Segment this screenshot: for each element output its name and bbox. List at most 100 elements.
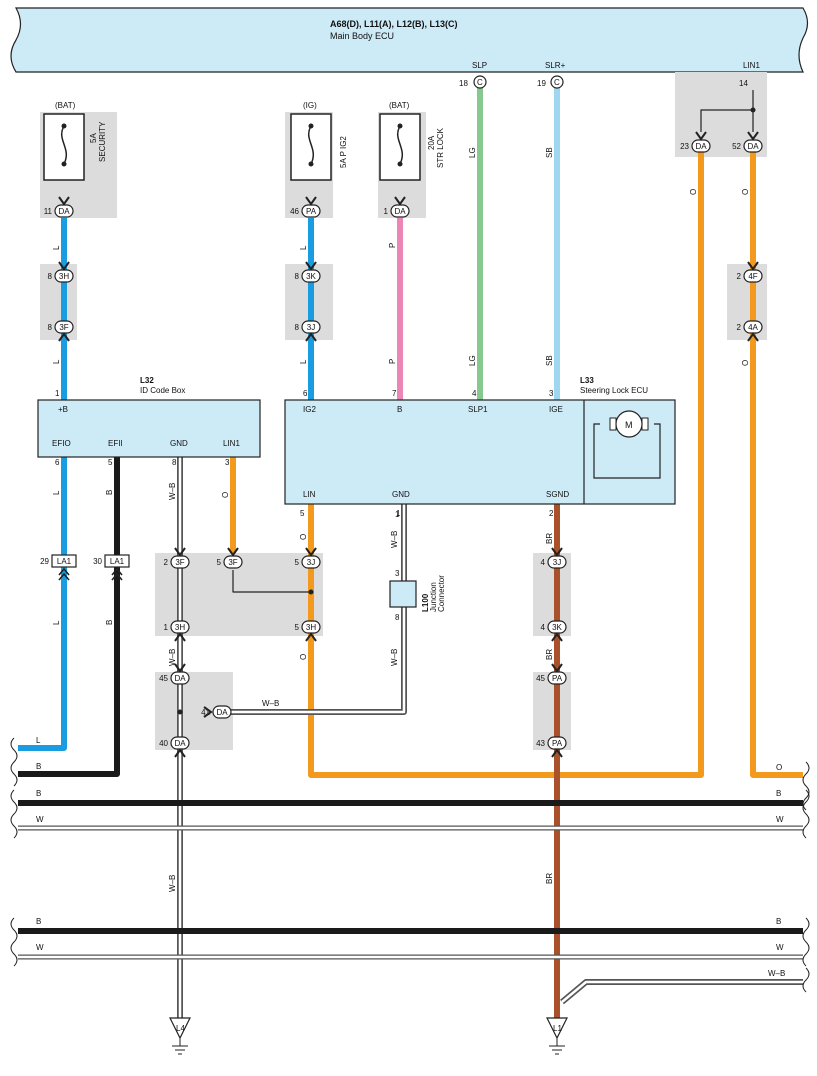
junction-pin-bottom: 8 — [395, 613, 400, 622]
id-code-box-top-pin-label: +B — [58, 405, 68, 414]
connector-arrow-icon — [305, 632, 317, 642]
wire-lin1-branch — [700, 109, 753, 132]
sl-pin-label: SGND — [546, 490, 569, 499]
sl-pin-label: LIN — [303, 490, 316, 499]
connector-code: 3F — [175, 558, 184, 567]
fuse-security-name: SECURITY — [98, 121, 107, 162]
connector-code: 3F — [59, 323, 68, 332]
fuse-pin-conn: PA — [306, 207, 317, 216]
sl-pin-num: 7 — [392, 389, 397, 398]
connector-pin-number: 2 — [737, 323, 742, 332]
wire-label: W — [36, 815, 44, 824]
ecu-pin-slr-label: SLR+ — [545, 61, 566, 70]
fuse-pin-number: 11 — [44, 207, 53, 216]
wire-label: B — [776, 917, 781, 926]
wire-label: W–B — [168, 649, 177, 666]
connector-code: 3J — [307, 558, 315, 567]
ecu-pin-num: 19 — [537, 79, 546, 88]
id-code-box-pin-lin1: LIN1 — [223, 439, 240, 448]
ecu-pin-num: 18 — [459, 79, 468, 88]
splice-dots — [177, 107, 756, 715]
sl-pin-num: 2 — [549, 509, 554, 518]
steering-lock-ecu-code: L33 — [580, 376, 594, 385]
fuse-p-ig2-source: (IG) — [303, 101, 317, 110]
sl-pin-label: IGE — [549, 405, 563, 414]
wire-label: O — [741, 360, 750, 366]
sl-pin-label: B — [397, 405, 402, 414]
ecu-pin-conn: C — [554, 78, 560, 87]
main-body-ecu: A68(D), L11(A), L12(B), L13(C) Main Body… — [10, 7, 809, 73]
connector-code: DA — [174, 739, 186, 748]
fuse-p-ig2-name: 5A P IG2 — [339, 136, 348, 168]
connector-arrow-icon — [551, 547, 563, 557]
connector-code: LA1 — [57, 557, 72, 566]
connector-code: DA — [216, 708, 228, 717]
connector-badge: 3H 5 — [295, 620, 321, 642]
wire-o-lin — [308, 152, 704, 778]
id-code-box-pin-efii: EFII — [108, 439, 123, 448]
ecu-codes: A68(D), L11(A), L12(B), L13(C) — [330, 19, 458, 29]
connector-pin-number: 40 — [159, 739, 168, 748]
connector-code: DA — [695, 142, 707, 151]
ecu-pin-slp-label: SLP — [472, 61, 487, 70]
wire-label: B — [776, 789, 781, 798]
connector-code: 3J — [307, 323, 315, 332]
connector-pin-number: 30 — [93, 557, 102, 566]
wire-label: BR — [545, 533, 554, 544]
junction-line2: Connector — [437, 575, 446, 612]
connector-code: 3F — [228, 558, 237, 567]
id-code-box-pin-efio: EFIO — [52, 439, 71, 448]
connector-arrow-icon — [747, 332, 759, 342]
wire-label: W–B — [168, 483, 177, 500]
connector-badge: 3F8 — [48, 320, 74, 342]
wire-label: W — [776, 815, 784, 824]
wire-label: W — [776, 943, 784, 952]
connector-pin-number: 41 — [201, 708, 210, 717]
wires — [18, 88, 803, 1018]
connector-pin-number: 5 — [295, 623, 300, 632]
wire-label: LG — [468, 355, 477, 366]
wire-label: L — [299, 245, 308, 250]
fuse-pin-badge: DA1 — [384, 196, 410, 218]
connector-code: 4F — [748, 272, 757, 281]
wire-label: B — [36, 917, 41, 926]
wire-label: B — [105, 490, 114, 495]
connector-badge: 3J5 — [295, 547, 321, 569]
wire-label: W–B — [390, 649, 399, 666]
steering-lock-ecu: L33 Steering Lock ECU 6 7 4 3 IG2 B SLP1… — [284, 376, 676, 518]
fuse-str-lock-rating: 20A — [427, 135, 436, 150]
id-code-box-pin-num: 8 — [172, 458, 177, 467]
wire-label: O — [299, 534, 308, 540]
connector-arrow-icon — [551, 663, 563, 673]
connector-badge: 4A2 — [737, 320, 763, 342]
junction-pin-top: 3 — [395, 569, 400, 578]
connector-pin-number: 45 — [159, 674, 168, 683]
connector-code: 3H — [306, 623, 316, 632]
connector-arrow-icon — [174, 663, 186, 673]
connector-badge: 3H1 — [164, 620, 190, 642]
wire-label: B — [36, 789, 41, 798]
connector-arrow-icon — [58, 567, 70, 581]
connector-pin-number: 23 — [680, 142, 689, 151]
id-code-box-pin-num: 6 — [55, 458, 60, 467]
connector-code: 3K — [306, 272, 316, 281]
ecu-pin-num: 14 — [739, 79, 748, 88]
junction-connector: 3 8 1 L100 Junction Connector — [389, 510, 446, 622]
ground-l1: L1 — [546, 1017, 568, 1055]
id-code-box-pin-gnd: GND — [170, 439, 188, 448]
id-code-box-pin-num: 5 — [108, 458, 113, 467]
fuse-security-source: (BAT) — [55, 101, 76, 110]
junction-pin-ecu: 1 — [395, 510, 400, 519]
sl-pin-label: SLP1 — [468, 405, 488, 414]
sl-pin-num: 4 — [472, 389, 477, 398]
connector-arrow-icon — [111, 567, 123, 581]
id-code-box-code: L32 — [140, 376, 154, 385]
ground-l4: L4 — [169, 1017, 191, 1055]
